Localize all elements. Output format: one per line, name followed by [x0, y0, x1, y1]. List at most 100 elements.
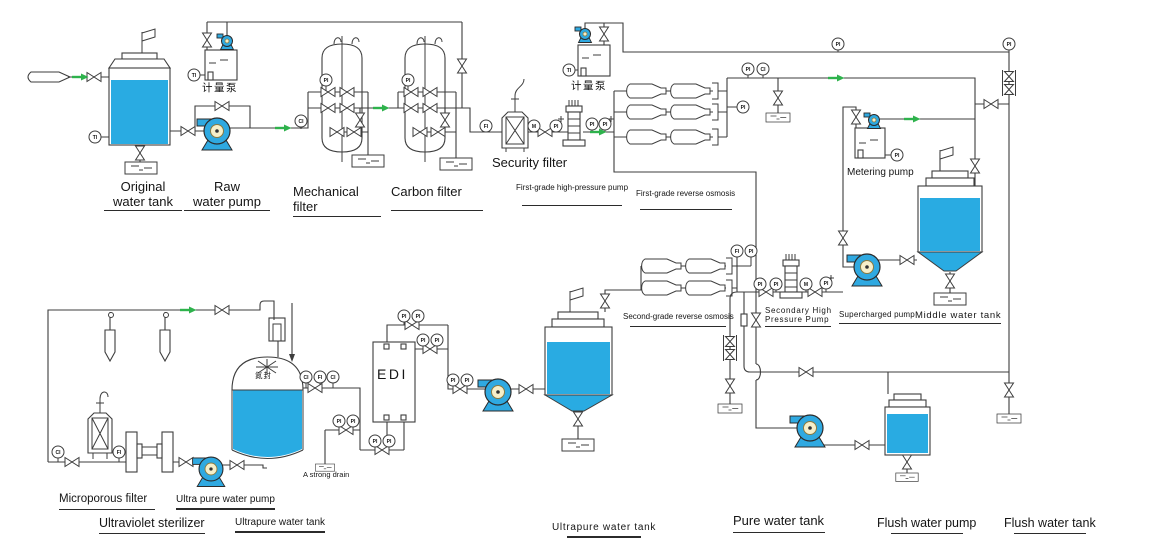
security-filter-vessel [501, 78, 529, 152]
instrument-pi-bubble: PI [382, 434, 396, 448]
dosing-pump-1-icon [216, 33, 234, 50]
original-water-tank [107, 52, 172, 146]
instrument-pi-bubble: PI [753, 277, 767, 291]
svg-text:PI: PI [351, 419, 356, 425]
instrument-ci-bubble: CI [756, 62, 770, 76]
flush-water-tank [884, 393, 931, 456]
svg-text:TI: TI [93, 135, 98, 141]
instrument-ti-bubble: TI [88, 130, 102, 144]
svg-text:PI: PI [416, 314, 421, 320]
svg-text:PI: PI [324, 78, 329, 84]
svg-text:PI: PI [774, 282, 779, 288]
svg-text:PI: PI [387, 439, 392, 445]
instrument-pi-bubble: PI [744, 244, 758, 258]
spray-ball-icon [256, 359, 278, 375]
svg-text:FI: FI [117, 450, 122, 456]
instrument-pi-bubble: PI [416, 333, 430, 347]
svg-text:PI: PI [603, 122, 608, 128]
ultrapure-water-tank-center [543, 311, 614, 412]
svg-text:CI: CI [761, 67, 767, 73]
valves [64, 26, 1016, 470]
instrument-ci-bubble: CI [299, 370, 313, 384]
instrument-pi-bubble: PI [1002, 37, 1016, 51]
dosing-pump-3-icon [863, 112, 881, 129]
flags [141, 28, 954, 313]
instrument-pi-bubble: PI [831, 37, 845, 51]
svg-text:PI: PI [824, 281, 829, 287]
hp-pump-2 [779, 254, 803, 299]
svg-text:PI: PI [451, 378, 456, 384]
instrument-pi-bubble: PI [460, 373, 474, 387]
instrument-pi-bubble: PI [769, 277, 783, 291]
flag-icon [141, 28, 156, 54]
instrument-pi-bubble: PI [446, 373, 460, 387]
dosing-pump-2-icon [574, 26, 592, 43]
svg-text:PI: PI [421, 338, 426, 344]
instrument-pi-bubble: PI [411, 309, 425, 323]
svg-text:PI: PI [836, 42, 841, 48]
instrument-pi-bubble: PI [598, 117, 612, 131]
instrument-pi-bubble: PI [346, 414, 360, 428]
instrument-pi-bubble: PI [368, 434, 382, 448]
instrument-pi-bubble: PI [819, 276, 833, 290]
svg-text:TI: TI [192, 73, 197, 79]
edi-ports [383, 343, 407, 421]
svg-text:PI: PI [373, 439, 378, 445]
flush-water-pump-icon [789, 414, 826, 448]
instrument-ci-bubble: CI [326, 370, 340, 384]
svg-text:PI: PI [758, 282, 763, 288]
instrument-pi-bubble: PI [319, 73, 333, 87]
svg-text:PI: PI [741, 105, 746, 111]
nitrogen-seal-tank [231, 317, 304, 459]
svg-text:PI: PI [406, 78, 411, 84]
svg-text:PI: PI [895, 153, 900, 159]
svg-text:PI: PI [1007, 42, 1012, 48]
ultra-pure-water-pump-icon [192, 456, 226, 488]
instrument-pi-bubble: PI [549, 119, 563, 133]
svg-text:CI: CI [299, 119, 305, 125]
svg-text:PI: PI [554, 124, 559, 130]
uv-sterilizer [125, 431, 174, 473]
carbon-filter-vessel [404, 36, 446, 162]
instrument-m-bubble: M [799, 277, 813, 291]
svg-text:PI: PI [590, 122, 595, 128]
instrument-pi-bubble: PI [585, 117, 599, 131]
middle-water-tank [916, 170, 984, 272]
svg-text:M: M [804, 282, 808, 288]
supercharged-pump-icon [846, 253, 883, 287]
instrument-ci-bubble: CI [294, 114, 308, 128]
svg-text:PI: PI [746, 67, 751, 73]
nitrogen-inlet-arrow-icon [289, 354, 295, 362]
svg-text:PI: PI [435, 338, 440, 344]
metering-tank-3 [854, 127, 886, 159]
svg-text:FI: FI [318, 375, 323, 381]
second-grade-ro-membranes [641, 257, 733, 297]
instrument-ci-bubble: CI [51, 445, 65, 459]
instrument-pi-bubble: PI [397, 309, 411, 323]
raw-water-pump-icon [196, 117, 233, 151]
svg-text:PI: PI [337, 419, 342, 425]
svg-text:PI: PI [465, 378, 470, 384]
svg-text:FI: FI [484, 124, 489, 130]
instrument-pi-bubble: PI [736, 100, 750, 114]
mechanical-filter-vessel [321, 36, 363, 162]
flag-icon [939, 146, 954, 172]
svg-text:CI: CI [304, 375, 310, 381]
instrument-fi-bubble: FI [730, 244, 744, 258]
edi-feed-pump-icon [477, 378, 514, 412]
svg-text:CI: CI [56, 450, 62, 456]
first-grade-ro-membranes [626, 82, 719, 146]
use-points [104, 312, 171, 363]
svg-text:FI: FI [735, 249, 740, 255]
hp-pump-1 [562, 100, 586, 147]
orifice-icon [740, 313, 748, 327]
instrument-ti-bubble: TI [187, 68, 201, 82]
svg-text:TI: TI [567, 68, 572, 74]
instrument-pi-bubble: PI [401, 73, 415, 87]
microporous-filter-vessel [87, 391, 113, 459]
instrument-ti-bubble: TI [562, 63, 576, 77]
svg-text:CI: CI [331, 375, 337, 381]
instrument-pi-bubble: PI [430, 333, 444, 347]
